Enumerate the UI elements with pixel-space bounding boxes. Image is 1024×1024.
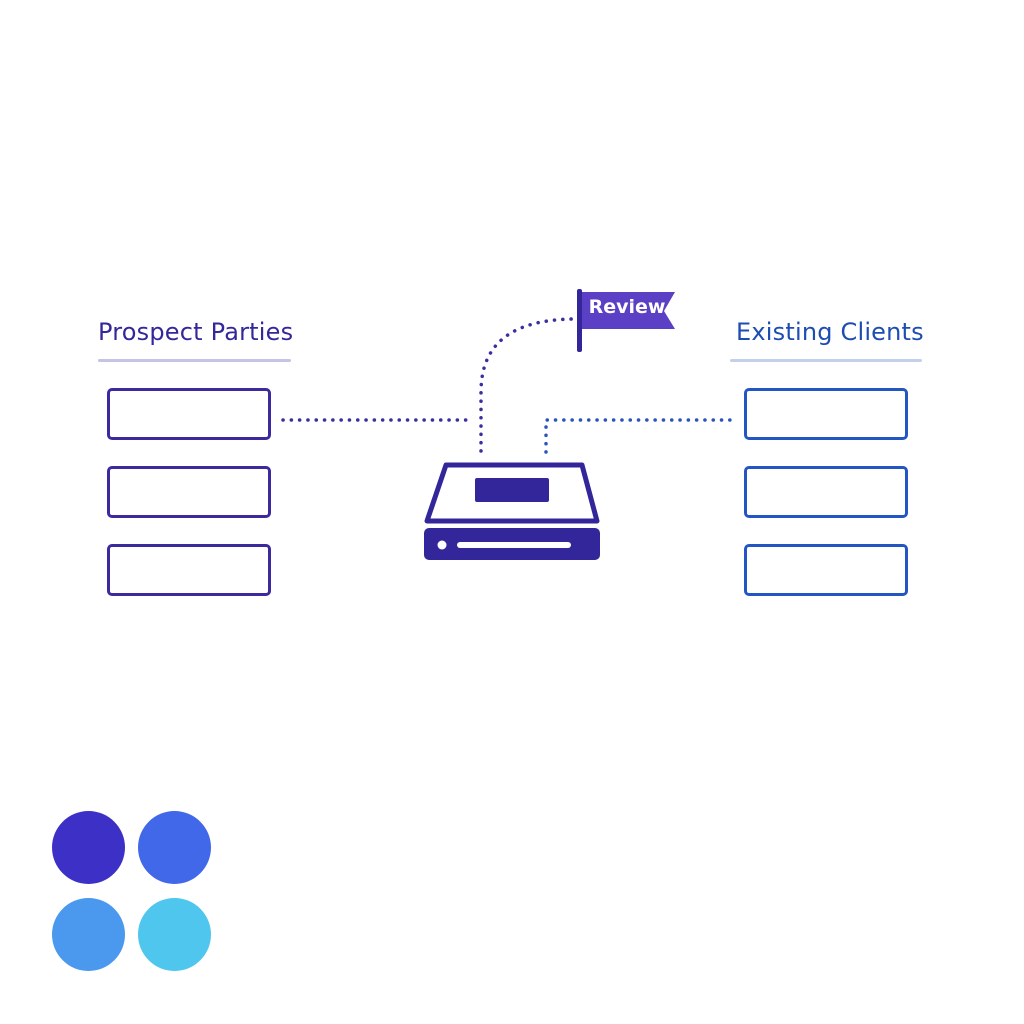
prospect-slot-2 xyxy=(107,466,271,518)
palette-dot-3 xyxy=(52,898,125,971)
existing-clients-title: Existing Clients xyxy=(736,318,924,346)
prospect-parties-title: Prospect Parties xyxy=(98,318,294,346)
prospect-parties-underline xyxy=(98,359,291,362)
prospect-slot-1 xyxy=(107,388,271,440)
palette-dot-4 xyxy=(138,898,211,971)
connector-to-flag xyxy=(479,317,575,453)
review-flag-label: Review xyxy=(588,296,666,318)
client-slot-2 xyxy=(744,466,908,518)
scanner-device-icon xyxy=(424,462,600,560)
palette-dot-2 xyxy=(138,811,211,884)
client-slot-3 xyxy=(744,544,908,596)
palette-dot-1 xyxy=(52,811,125,884)
prospect-slot-3 xyxy=(107,544,271,596)
existing-clients-underline xyxy=(730,359,922,362)
connector-right xyxy=(544,418,737,454)
client-slot-1 xyxy=(744,388,908,440)
flag-icon xyxy=(577,289,675,352)
